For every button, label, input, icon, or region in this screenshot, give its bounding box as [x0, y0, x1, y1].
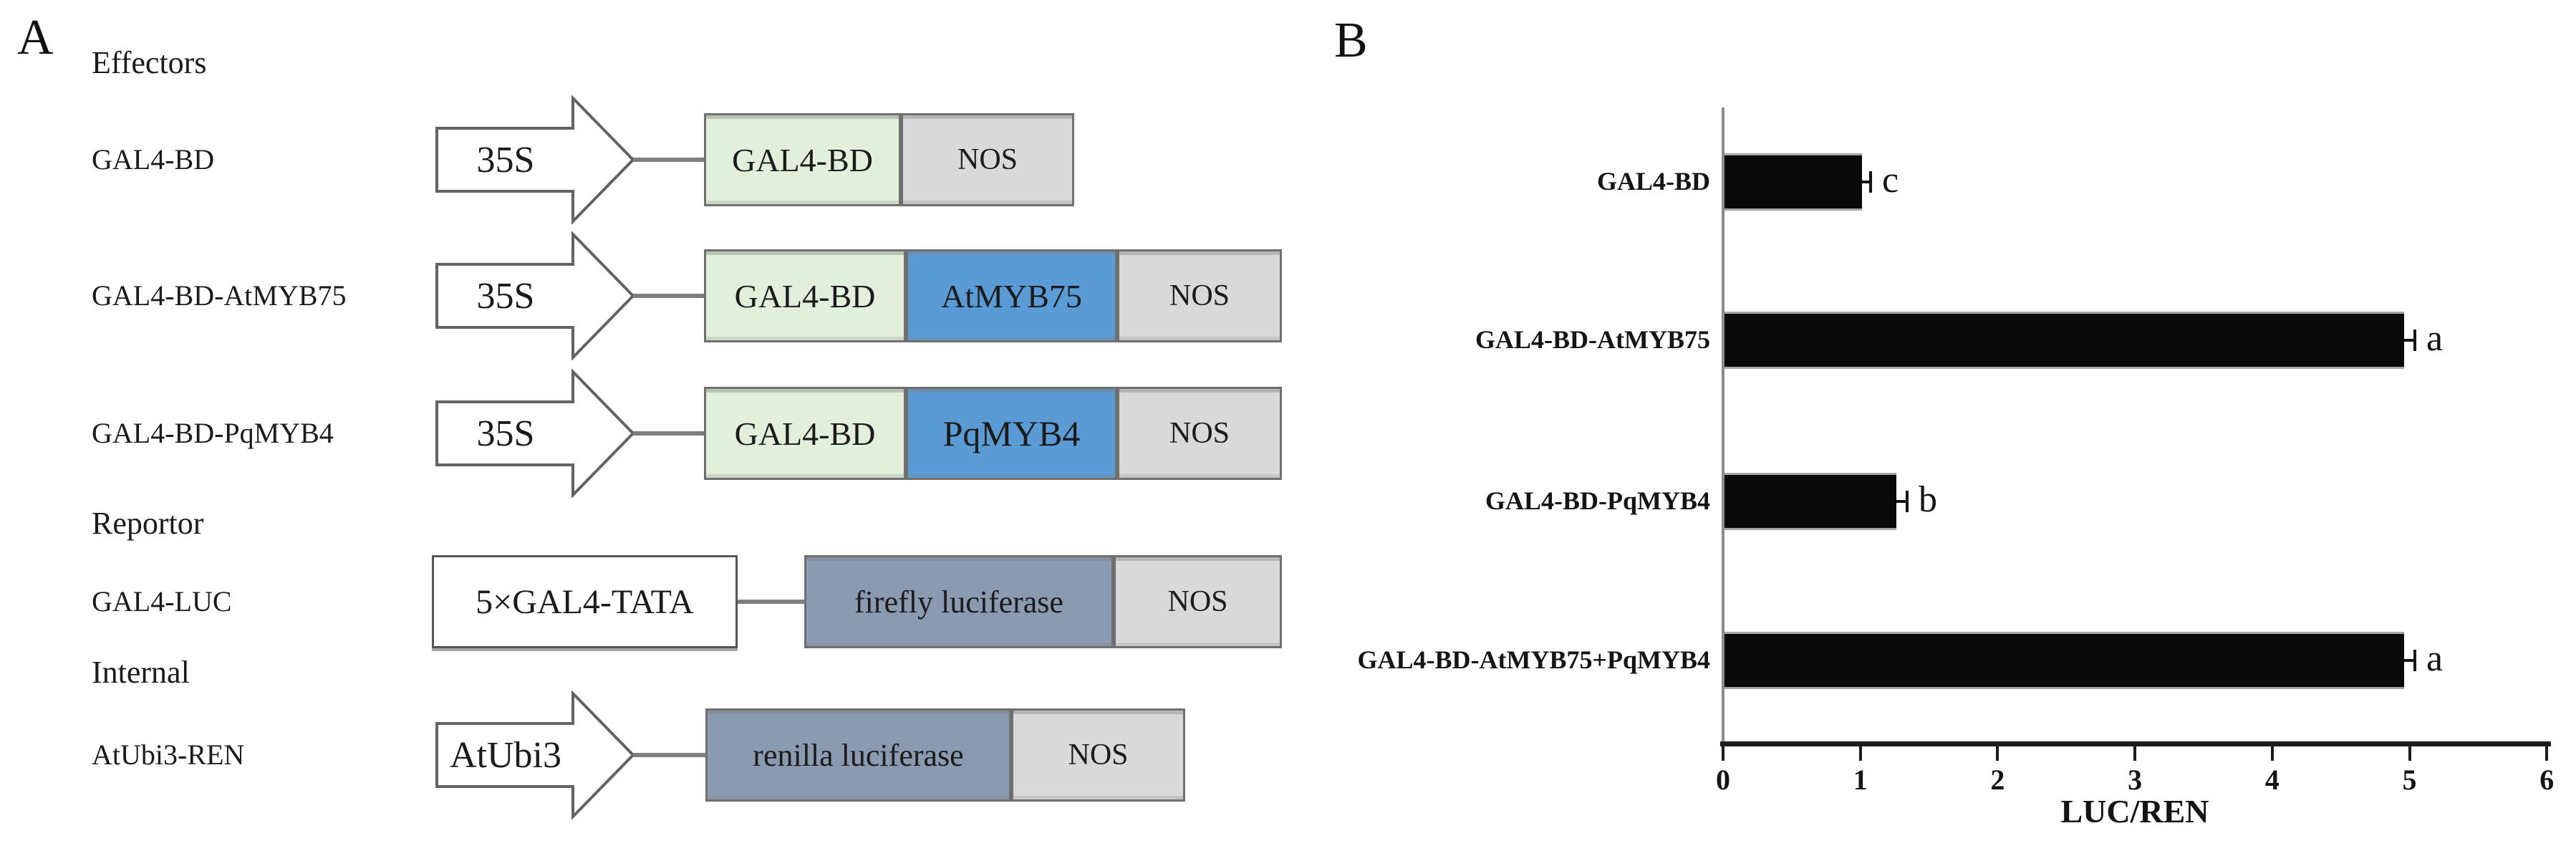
promoter-arrow: 35S — [434, 231, 636, 361]
segment-box-nos: NOS — [1114, 555, 1282, 648]
segment-box-renilla-luciferase: renilla luciferase — [705, 708, 1011, 802]
connector-line — [738, 600, 804, 604]
bar-category-label: GAL4-BD-AtMYB75 — [1475, 325, 1710, 354]
block-arrow-shape — [435, 95, 635, 225]
segment-box-nos: NOS — [1011, 708, 1185, 802]
x-tick — [1996, 746, 1999, 761]
block-arrow-shape — [435, 690, 635, 820]
promoter-arrow: AtUbi3 — [434, 690, 636, 820]
connector-line — [633, 294, 704, 298]
bar — [1724, 312, 2404, 369]
error-bar — [2404, 659, 2413, 662]
error-bar-cap — [1906, 491, 1909, 512]
x-tick — [2133, 746, 2137, 761]
connector-line — [633, 158, 704, 162]
promoter-label: 35S — [476, 275, 535, 317]
sig-letter: b — [1919, 479, 1937, 520]
x-tick-label: 5 — [2402, 764, 2417, 796]
bar-category-label: GAL4-BD — [1596, 167, 1710, 196]
construct-label: GAL4-BD — [92, 143, 215, 176]
internal-heading: Internal — [92, 655, 190, 690]
block-arrow-shape — [435, 368, 635, 499]
segment-box-firefly-luciferase: firefly luciferase — [804, 555, 1114, 648]
sig-letter: a — [2426, 638, 2444, 679]
segment-box-gal4-bd: GAL4-BD — [704, 249, 906, 342]
x-tick-label: 4 — [2264, 764, 2280, 796]
bar — [1724, 153, 1862, 211]
panel-a-label: A — [17, 10, 54, 65]
segment-box-gal4-bd: GAL4-BD — [704, 387, 906, 480]
error-bar-cap — [1869, 171, 1872, 193]
x-tick — [2545, 746, 2549, 761]
error-bar — [2404, 339, 2413, 342]
sig-letter: c — [1882, 160, 1899, 201]
x-axis-title: LUC/REN — [2060, 793, 2209, 830]
x-tick-label: 1 — [1853, 764, 1868, 796]
segment-box-nos: NOS — [1117, 249, 1282, 342]
segment-box-gal4-bd: GAL4-BD — [704, 113, 901, 206]
bar — [1724, 473, 1896, 530]
promoter-arrow: 35S — [434, 95, 636, 225]
y-axis — [1722, 107, 1724, 746]
bar-category-label: GAL4-BD-AtMYB75+PqMYB4 — [1357, 645, 1711, 674]
construct-label: GAL4-BD-AtMYB75 — [92, 279, 347, 312]
effectors-heading: Effectors — [92, 45, 207, 80]
reporter-heading: Reportor — [92, 506, 204, 541]
x-tick-label: 0 — [1716, 764, 1730, 796]
promoter-arrow: 35S — [434, 368, 636, 499]
segment-box-nos: NOS — [1117, 387, 1282, 480]
x-tick — [2408, 746, 2411, 761]
construct-label: GAL4-BD-PqMYB4 — [92, 417, 334, 449]
segment-box-pqmyb4: PqMYB4 — [906, 387, 1117, 480]
construct-label: AtUbi3-REN — [92, 739, 245, 771]
connector-line — [633, 753, 705, 757]
x-tick-label: 6 — [2539, 764, 2555, 796]
connector-line — [633, 431, 704, 436]
x-axis — [1720, 741, 2551, 746]
x-tick-label: 2 — [1990, 764, 2005, 796]
promoter-label: 35S — [476, 139, 535, 181]
promoter-box: 5×GAL4-TATA — [432, 555, 738, 648]
error-bar — [1862, 181, 1869, 183]
construct-label: GAL4-LUC — [92, 585, 232, 617]
segment-box-atmyb75: AtMYB75 — [906, 249, 1117, 342]
bar-category-label: GAL4-BD-PqMYB4 — [1485, 486, 1710, 515]
x-tick — [2270, 746, 2274, 761]
segment-box-nos: NOS — [901, 113, 1074, 206]
promoter-label: AtUbi3 — [450, 734, 561, 776]
x-tick — [1722, 746, 1724, 761]
bar — [1724, 632, 2404, 689]
error-bar-cap — [2413, 330, 2416, 351]
x-tick-label: 3 — [2128, 764, 2143, 796]
panel-b-label: B — [1334, 13, 1368, 68]
error-bar — [1896, 500, 1906, 503]
block-arrow-shape — [435, 231, 635, 361]
x-tick — [1858, 746, 1862, 761]
sig-letter: a — [2426, 318, 2444, 359]
error-bar-cap — [2413, 650, 2416, 671]
promoter-label: 35S — [476, 413, 535, 454]
